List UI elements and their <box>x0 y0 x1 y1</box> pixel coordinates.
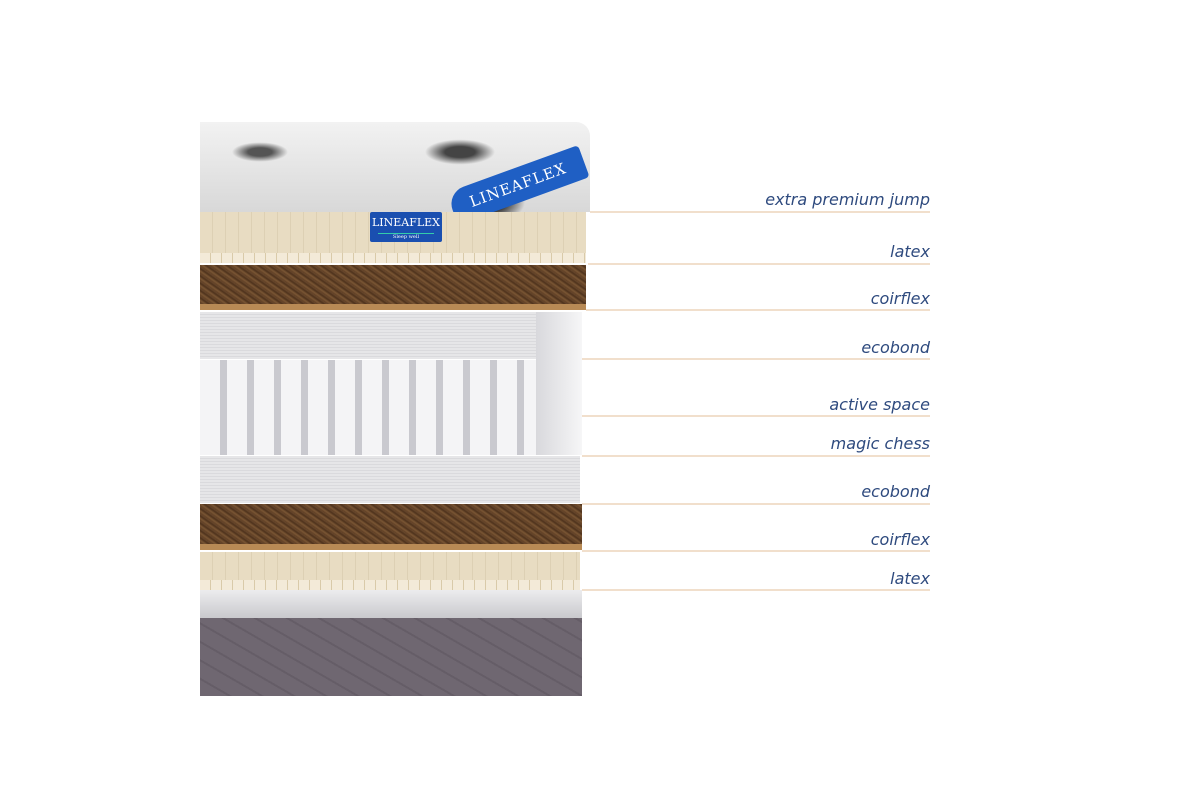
leader-line <box>590 211 930 213</box>
brand-tag: LINEAFLEX Sleep well <box>370 212 442 242</box>
leader-line <box>588 263 930 265</box>
label-extra-premium-jump: extra premium jump <box>765 190 930 209</box>
leader-line <box>582 415 930 417</box>
layer-ecobond-top <box>200 312 540 359</box>
leader-line <box>582 455 930 457</box>
layer-base-top <box>200 590 582 618</box>
layer-active-space-side <box>536 312 582 455</box>
layer-ecobond-bottom <box>200 456 580 503</box>
leader-line <box>582 550 930 552</box>
leader-line <box>582 358 930 360</box>
leader-line <box>586 309 930 311</box>
layer-pocket-springs <box>200 360 536 455</box>
layer-coirflex-top <box>200 265 586 310</box>
brand-tag-name: LINEAFLEX <box>371 216 441 229</box>
label-active-space: active space <box>829 395 930 414</box>
layer-latex-bottom <box>200 552 580 590</box>
label-latex: latex <box>890 569 930 588</box>
label-ecobond: ecobond <box>861 338 930 357</box>
label-coirflex: coirflex <box>870 530 930 549</box>
layer-coirflex-bottom <box>200 504 582 550</box>
brand-tag-tagline: Sleep well <box>378 233 434 240</box>
label-ecobond: ecobond <box>861 482 930 501</box>
label-magic-chess: magic chess <box>830 434 930 453</box>
leader-line <box>582 589 930 591</box>
label-coirflex: coirflex <box>870 289 930 308</box>
leader-line <box>582 503 930 505</box>
layer-base <box>200 618 582 696</box>
label-latex: latex <box>890 242 930 261</box>
